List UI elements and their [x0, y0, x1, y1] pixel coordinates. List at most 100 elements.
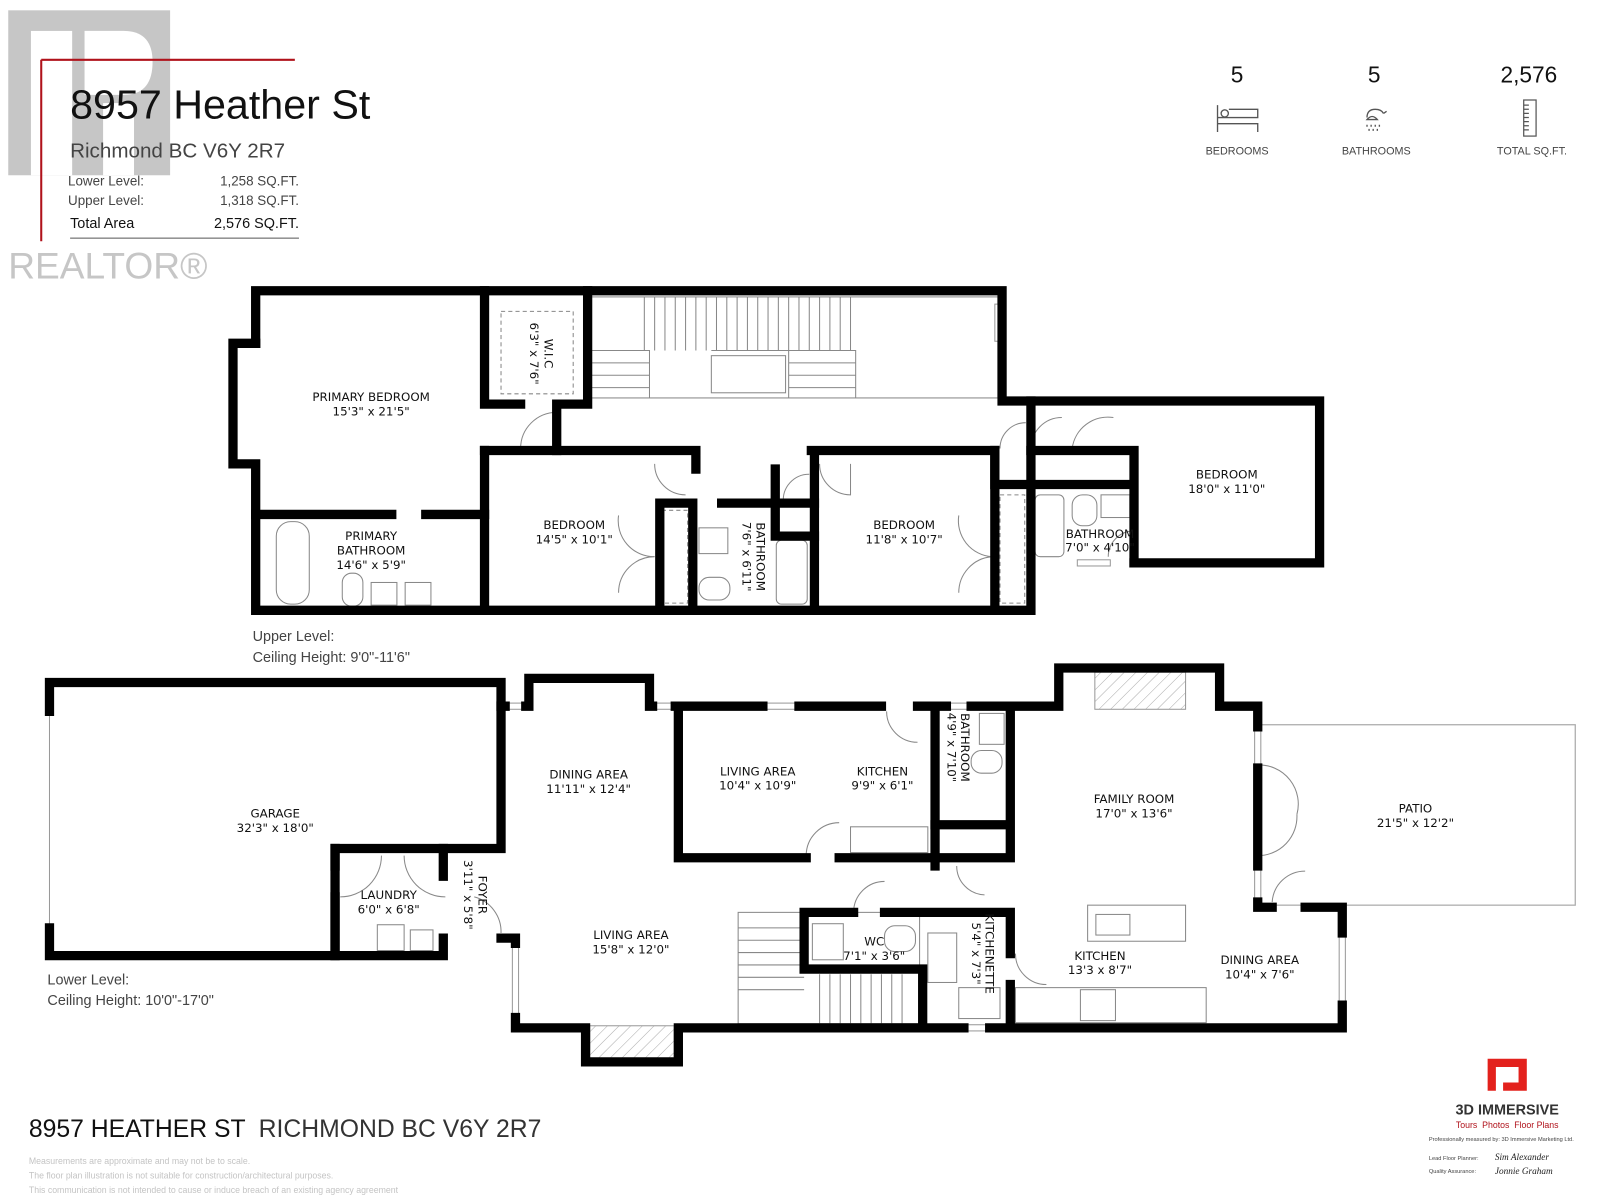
fixtures: [376, 712, 1207, 1024]
doors: [520, 411, 1135, 593]
room-dims: 21'5" x 12'2": [1377, 816, 1454, 830]
room-name: KITCHEN: [857, 764, 908, 778]
room-name: BEDROOM: [873, 518, 935, 532]
area-label: Lower Level:: [68, 174, 144, 189]
upper-room-labels: PRIMARY BEDROOM 15'3" x 21'5" W.I.C 6'3"…: [312, 323, 1265, 592]
room-name: PRIMARY: [345, 529, 398, 543]
room-dims: 7'0" x 4'10": [1065, 541, 1135, 555]
room-dims: 5'4" x 7'3": [969, 923, 983, 985]
area-label: Total Area: [70, 216, 135, 232]
lead-planner-signature: Sim Alexander: [1495, 1153, 1550, 1163]
realtor-watermark-logo: REALTOR®: [8, 10, 207, 286]
bed-icon: [1216, 105, 1259, 132]
brand-tagline: Tours Photos Floor Plans: [1456, 1120, 1559, 1130]
3d-immersive-logo: 3D IMMERSIVE Tours Photos Floor Plans Pr…: [1429, 1058, 1574, 1177]
lower-level-plan: GARAGE 32'3" x 18'0" LAUNDRY 6'0" x 6'8"…: [44, 663, 1576, 1067]
room-name: WC: [864, 934, 884, 948]
ceiling-height: Ceiling Height: 10'0"-17'0": [47, 993, 213, 1009]
room-name: BEDROOM: [543, 518, 605, 532]
level-label: Upper Level:: [253, 629, 335, 645]
area-value: 2,576 SQ.FT.: [214, 216, 299, 232]
upper-level-plan: PRIMARY BEDROOM 15'3" x 21'5" W.I.C 6'3"…: [228, 286, 1325, 666]
area-summary: Lower Level: 1,258 SQ.FT. Upper Level: 1…: [68, 174, 299, 239]
walls: [44, 663, 1347, 1067]
footer-address-street: 8957 HEATHER ST: [29, 1116, 246, 1143]
room-name: LIVING AREA: [720, 764, 795, 778]
stat-label: TOTAL SQ.FT.: [1497, 146, 1567, 158]
page-subtitle: Richmond BC V6Y 2R7: [70, 140, 285, 163]
room-name: DINING AREA: [549, 767, 628, 781]
stat-value: 2,576: [1500, 61, 1557, 87]
room-name: PRIMARY BEDROOM: [312, 390, 429, 404]
room-dims: 6'0" x 6'8": [358, 902, 420, 916]
room-name: LIVING AREA: [593, 928, 668, 942]
stat-value: 5: [1231, 61, 1244, 87]
stat-bathrooms: 5 BATHROOMS: [1342, 61, 1411, 157]
room-dims: 11'8" x 10'7": [866, 532, 943, 546]
room-dims: 10'4" x 10'9": [719, 779, 796, 793]
level-label: Lower Level:: [47, 973, 129, 989]
room-name: FOYER: [475, 876, 489, 914]
brand-mark-icon: [1487, 1058, 1527, 1091]
measured-by: Professionally measured by: 3D Immersive…: [1429, 1137, 1574, 1143]
stat-label: BATHROOMS: [1342, 146, 1411, 158]
footer-address-city: RICHMOND BC V6Y 2R7: [259, 1116, 542, 1143]
room-dims: 15'8" x 12'0": [592, 943, 669, 957]
room-dims: 14'6" x 5'9": [336, 558, 406, 572]
room-dims: 6'3" x 7'6": [527, 323, 541, 385]
area-value: 1,318 SQ.FT.: [220, 193, 299, 208]
brand-name: 3D IMMERSIVE: [1456, 1102, 1560, 1118]
room-name: DINING AREA: [1220, 953, 1299, 967]
realtor-wordmark: REALTOR®: [8, 244, 207, 286]
qa-signature: Jonnie Graham: [1495, 1167, 1553, 1177]
area-label: Upper Level:: [68, 193, 144, 208]
ruler-icon: [1523, 99, 1537, 137]
room-dims: 11'11" x 12'4": [546, 782, 631, 796]
disclaimer-line: The floor plan illustration is not suita…: [29, 1170, 333, 1180]
doors: [340, 711, 1306, 986]
room-dims: 15'3" x 21'5": [333, 404, 410, 418]
room-name: BATHROOM: [1066, 527, 1135, 541]
walls: [228, 286, 1325, 615]
disclaimer-line: This communication is not intended to ca…: [29, 1185, 399, 1195]
room-name: BEDROOM: [1196, 467, 1258, 481]
room-name: BATHROOM: [958, 713, 972, 782]
room-dims: 9'9" x 6'1": [851, 779, 913, 793]
room-name: FAMILY ROOM: [1094, 792, 1175, 806]
room-name: BATHROOM: [337, 544, 406, 558]
footer-address: 8957 HEATHER ST RICHMOND BC V6Y 2R7: [29, 1116, 541, 1143]
stat-value: 5: [1368, 61, 1381, 87]
room-dims: 14'5" x 10'1": [536, 532, 613, 546]
shower-icon: [1365, 108, 1387, 131]
room-dims: 4'9" x 7'10": [944, 713, 958, 783]
room-dims: 32'3" x 18'0": [237, 821, 314, 835]
room-name: W.I.C: [541, 339, 555, 369]
stat-bedrooms: 5 BEDROOMS: [1206, 61, 1269, 157]
room-name: LAUNDRY: [360, 888, 417, 902]
room-name: PATIO: [1399, 801, 1433, 815]
stat-label: BEDROOMS: [1206, 146, 1269, 158]
room-dims: 18'0" x 11'0": [1188, 482, 1265, 496]
room-dims: 10'4" x 7'6": [1225, 967, 1295, 981]
room-dims: 7'6" x 6'11": [739, 522, 753, 592]
room-name: KITCHEN: [1074, 949, 1125, 963]
windows: [48, 702, 1346, 1032]
area-value: 1,258 SQ.FT.: [220, 174, 299, 189]
room-name: KITCHENETTE: [983, 913, 997, 994]
page-title: 8957 Heather St: [70, 82, 371, 128]
stat-total-sqft: 2,576 TOTAL SQ.FT.: [1497, 61, 1567, 157]
disclaimer-line: Measurements are approximate and may not…: [29, 1156, 250, 1166]
room-dims: 7'1" x 3'6": [843, 949, 905, 963]
qa-label: Quality Assurance:: [1429, 1169, 1477, 1175]
room-name: BATHROOM: [754, 522, 768, 591]
lead-planner-label: Lead Floor Planner:: [1429, 1156, 1479, 1162]
room-dims: 3'11" x 5'8": [461, 860, 475, 930]
room-name: GARAGE: [250, 807, 300, 821]
ceiling-height: Ceiling Height: 9'0"-11'6": [253, 650, 410, 666]
room-dims: 13'3 x 8'7": [1068, 963, 1132, 977]
fireplace: [589, 671, 1187, 1060]
room-dims: 17'0" x 13'6": [1095, 807, 1172, 821]
staircase: [589, 296, 999, 399]
lower-room-labels: GARAGE 32'3" x 18'0" LAUNDRY 6'0" x 6'8"…: [237, 713, 1454, 994]
